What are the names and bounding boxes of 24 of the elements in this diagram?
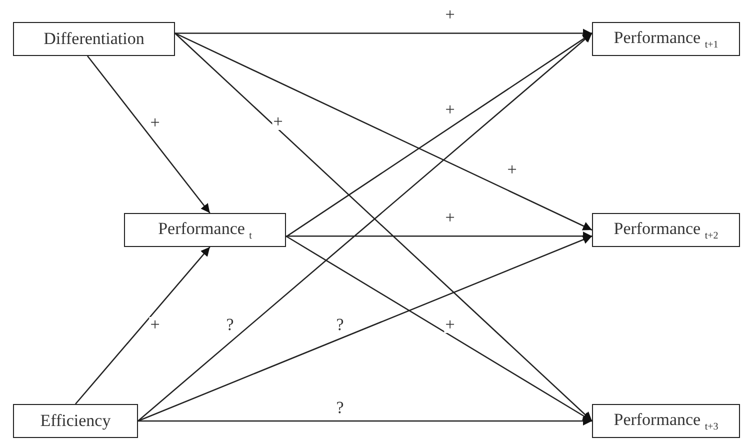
node-box [592,404,740,438]
edge-label: ? [225,317,235,333]
node-label: Performance $_{t}$ [158,218,252,242]
edge-label: + [444,317,456,333]
arrow [286,32,592,238]
arrow [175,28,592,38]
node-label: Differentiation [44,29,144,49]
node-label: Performance $_{t+3}$ [614,410,718,432]
node-box [13,22,175,56]
arrow [87,56,210,214]
edge-label: ? [335,317,345,333]
node-label: Efficiency [40,411,111,431]
node-box [592,22,740,56]
node-label: Performance $_{t+2}$ [614,218,718,242]
node-box [124,213,286,247]
arrow [174,32,592,231]
arrow [138,416,592,426]
edge-label: ? [335,400,345,416]
node-label: Performance $_{t+1}$ [614,28,718,50]
node-box [13,404,138,438]
edge-label: + [272,114,284,130]
node-box [592,213,740,247]
arrow [138,235,592,422]
arrow [75,246,210,404]
